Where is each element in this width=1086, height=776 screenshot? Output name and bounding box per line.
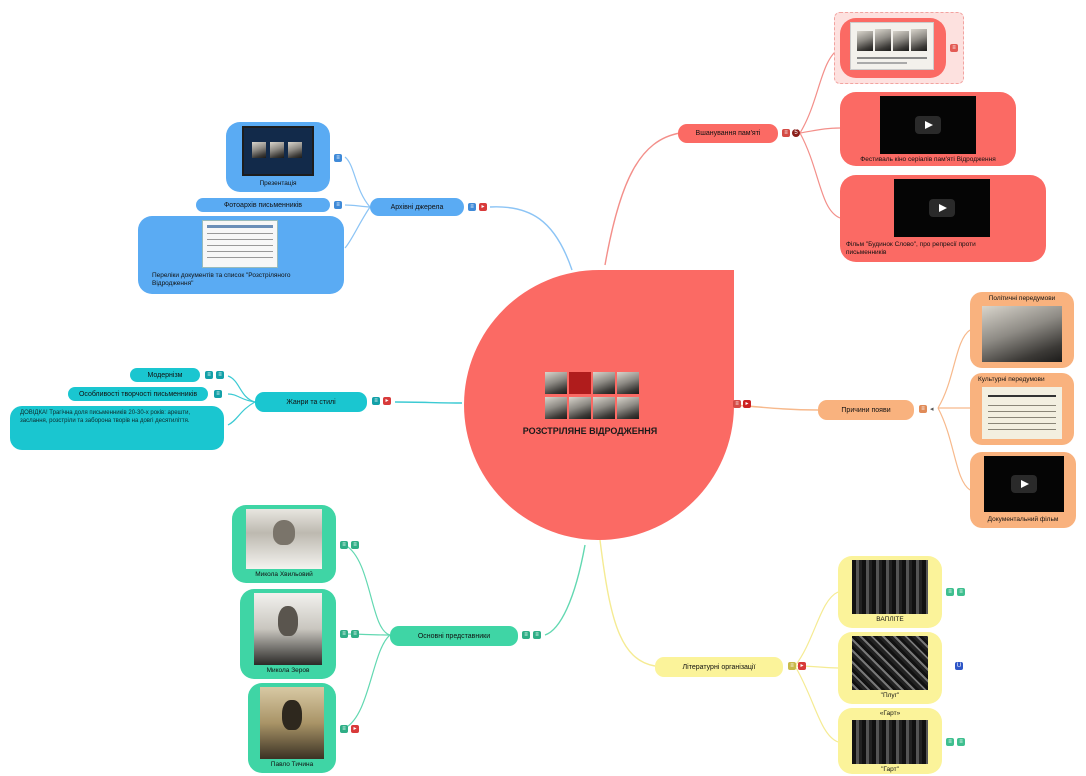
vshanuvannia-image-card[interactable] [840,18,946,78]
youtube-icon[interactable]: ▸ [383,397,391,405]
dzherela-documents-card[interactable]: Переліки документів та список "Розстріля… [138,216,344,294]
note-icon[interactable]: ≡ [468,203,476,211]
prychyny-video-card[interactable]: Документальний фільм [970,452,1076,528]
card-title-top: «Гарт» [879,710,901,717]
youtube-icon[interactable]: ▸ [351,725,359,733]
zhanry-item-features[interactable]: Особливості творчості письменників [68,387,208,401]
note-icon[interactable]: ≡ [788,662,796,670]
note-icon[interactable]: ≡ [214,390,222,398]
video-thumbnail[interactable] [894,179,990,237]
youtube-icon[interactable]: ▸ [479,203,487,211]
card-caption: Микола Зеров [266,667,310,674]
note-icon[interactable]: ≡ [340,725,348,733]
note-icon[interactable]: ≡ [205,371,213,379]
note-icon[interactable]: ≡ [340,541,348,549]
play-icon [1011,475,1037,493]
note-icon-2[interactable]: ≡ [957,588,965,596]
card-caption: ВАПЛІТЕ [876,616,904,623]
political-thumbnail [982,306,1062,362]
branch-zhanry[interactable]: Жанри та стилі [255,392,367,412]
note-icon[interactable]: ≡ [950,44,958,52]
video-caption: Документальний фільм [987,516,1059,523]
portrait-tychyna [260,687,324,759]
note-icon[interactable]: ≡ [946,738,954,746]
card-caption: "Гарт" [881,766,899,773]
youtube-icon[interactable]: ▸ [798,662,806,670]
orhanizatsii-card-pluh[interactable]: "Плуг" [838,632,942,704]
note-icon-2[interactable]: ≡ [351,541,359,549]
card-caption: Павло Тичина [270,761,314,768]
orhanizatsii-card-vaplite[interactable]: ВАПЛІТЕ [838,556,942,628]
vshanuvannia-video-card-1[interactable]: Фестиваль кіно серіалів пам'яті Відродже… [840,92,1016,166]
prychyny-card-2[interactable]: Культурні передумови [970,373,1074,445]
note-icon[interactable]: ≡ [334,201,342,209]
card-caption: Культурні передумови [978,376,1045,383]
vaplite-photo [852,560,928,614]
video-thumbnail[interactable] [880,96,976,154]
pluh-photo [852,636,928,690]
presentation-thumbnail [242,126,314,176]
writer-card-khvylovyi[interactable]: Микола Хвильовий [232,505,336,583]
branch-vshanuvannia[interactable]: Вшанування пам'яті [678,124,778,143]
orhanizatsii-card-hart[interactable]: «Гарт» "Гарт" [838,708,942,774]
card-caption: Переліки документів та список "Розстріля… [152,272,291,287]
note-icon-2[interactable]: ≡ [351,630,359,638]
zhanry-note-box[interactable]: ДОВІДКА! Трагічна доля письменників 20-3… [10,406,224,450]
branch-pysmennyky[interactable]: Основні представники [390,626,518,646]
central-link-icon[interactable]: ▸ [743,400,751,408]
vshanuvannia-video-card-2[interactable]: Фільм "Будинок Слово", про репресії прот… [840,175,1046,262]
zhanry-item-modernism[interactable]: Модернізм [130,368,200,382]
note-icon-2[interactable]: ≡ [533,631,541,639]
note-icon-2[interactable]: ≡ [216,371,224,379]
note-icon[interactable]: ≡ [522,631,530,639]
prychyny-card-1[interactable]: Політичні передумови [970,292,1074,368]
play-icon [915,116,941,134]
dzherela-presentation-card[interactable]: Презентація [226,122,330,192]
video-caption: Фестиваль кіно серіалів пам'яті Відродже… [860,156,996,163]
card-caption: "Плуг" [880,692,900,699]
card-caption: Політичні передумови [988,295,1056,302]
branch-dzherela[interactable]: Архівні джерела [370,198,464,216]
hart-photo [852,720,928,764]
central-collage [545,372,639,420]
document-thumbnail [202,220,278,268]
branch-orhanizatsii[interactable]: Літературні організації [655,657,783,677]
link-icon[interactable]: U [955,662,963,670]
play-icon [929,199,955,217]
note-icon[interactable]: ≡ [340,630,348,638]
count-badge[interactable]: 5 [792,129,800,137]
portrait-zerov [254,593,322,665]
card-caption: Презентація [259,180,297,187]
note-icon[interactable]: ≡ [782,129,790,137]
note-icon-2[interactable]: ≡ [957,738,965,746]
writer-card-zerov[interactable]: Микола Зеров [240,589,336,679]
note-icon[interactable]: ≡ [372,397,380,405]
central-note-icon[interactable]: ≡ [733,400,741,408]
central-title: РОЗСТРІЛЯНЕ ВІДРОДЖЕННЯ [522,426,658,436]
branch-prychyny[interactable]: Причини появи [818,400,914,420]
memorial-thumbnail [850,22,934,70]
video-thumbnail[interactable] [984,456,1064,512]
note-icon[interactable]: ≡ [946,588,954,596]
note-icon[interactable]: ≡ [334,154,342,162]
dzherela-item-photoarchive[interactable]: Фотоархів письменників [196,198,330,212]
card-caption: Микола Хвильовий [255,571,313,578]
video-caption: Фільм "Будинок Слово", про репресії прот… [846,241,976,256]
collapse-arrow-icon[interactable]: ◂ [930,406,934,413]
portrait-khvylovyi [246,509,322,569]
document-thumbnail [982,387,1062,439]
writer-card-tychyna[interactable]: Павло Тичина [248,683,336,773]
note-icon[interactable]: ≡ [919,405,927,413]
